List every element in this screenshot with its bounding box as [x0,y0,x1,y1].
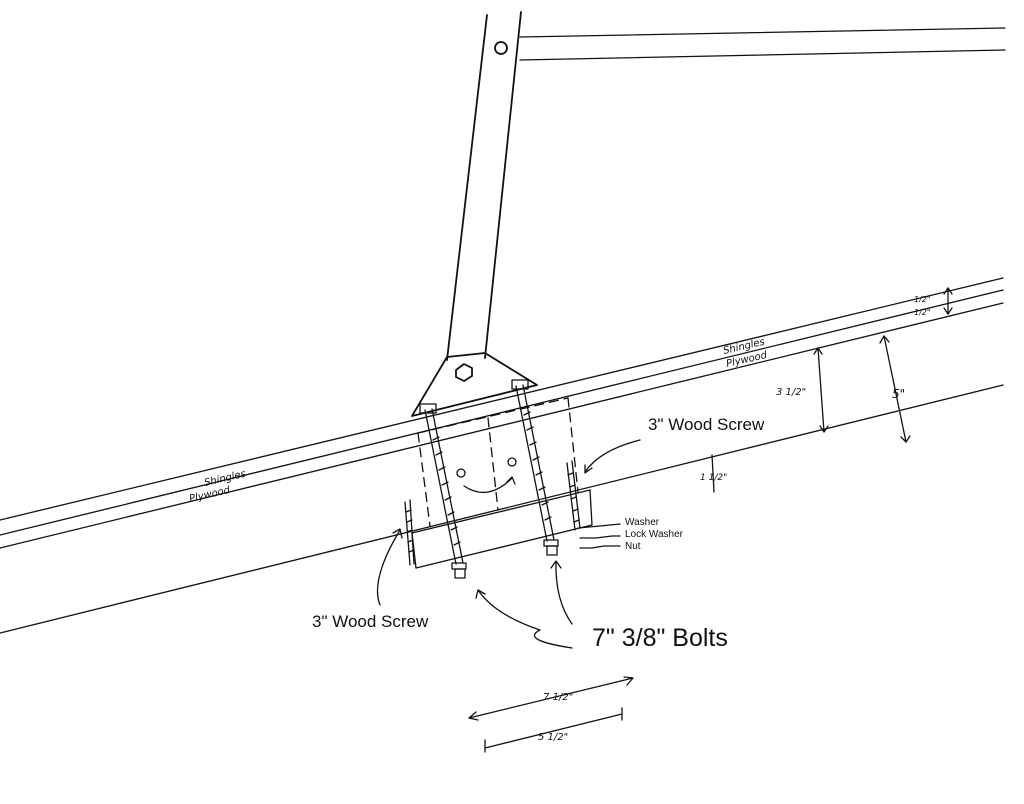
dim-seven-half: 7 1/2" [543,692,573,703]
rafter-bottom-line [0,384,1004,634]
label-wood-screw-right: 3" Wood Screw [648,415,765,434]
label-washer: Washer [625,517,660,528]
hardware-leaders [577,523,621,549]
dim-half-bottom: 1/2" [914,308,931,317]
top-bolt-head [494,41,508,55]
dimension-marks [468,287,953,753]
shingles-line [0,289,1004,536]
screw-head-right [507,457,517,467]
callout-arrows [376,439,641,649]
label-lock-washer: Lock Washer [625,529,684,540]
dim-half-top: 1/2" [914,295,931,304]
mounting-bracket [411,352,538,417]
dim-five: 5" [892,387,905,401]
label-nut: Nut [625,541,641,552]
roof-layers [0,277,1004,634]
wood-screw-right [566,460,581,531]
label-bolts: 7" 3/8" Bolts [592,624,728,652]
bolt-left [419,403,467,579]
plywood-line [0,302,1004,549]
wood-screw-left [404,499,415,566]
screw-head-left [456,468,466,478]
dim-one-half: 1 1/2" [700,473,727,483]
bolt-right [511,379,559,556]
screw-arrow-arc [463,477,513,494]
label-wood-screw-left: 3" Wood Screw [312,612,429,631]
mast [446,11,1006,361]
dim-three-half: 3 1/2" [776,387,806,398]
mounting-block [411,397,593,569]
dim-five-half: 5 1/2" [538,732,568,743]
roof-top-line [0,277,1004,521]
bracket-bolt-head [455,363,473,382]
